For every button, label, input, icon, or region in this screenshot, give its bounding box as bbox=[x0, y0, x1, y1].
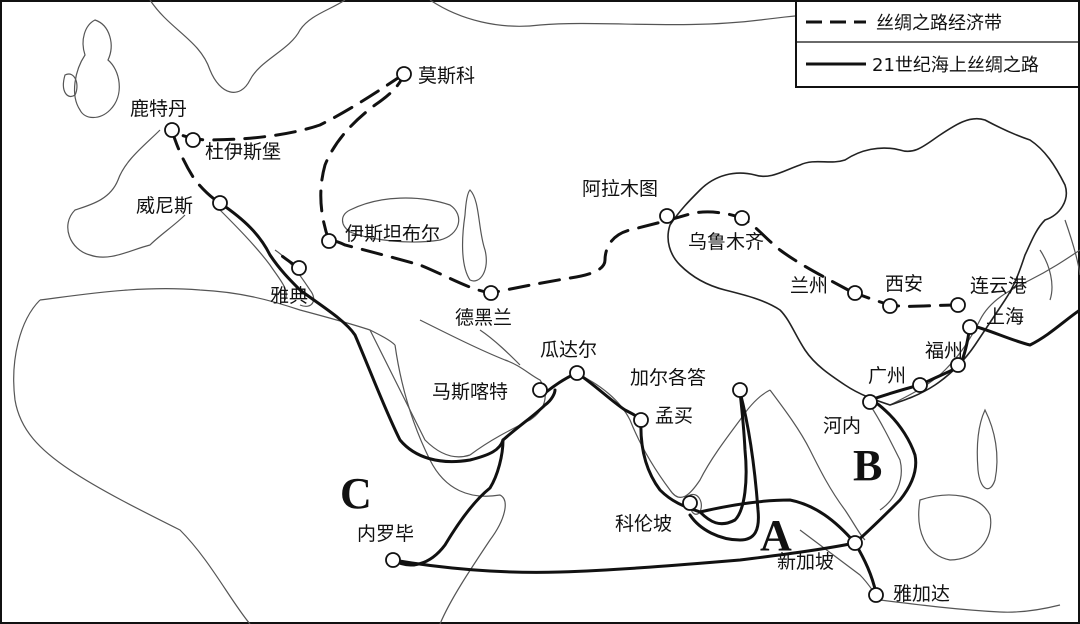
city-marker-gwadar[interactable] bbox=[569, 365, 585, 381]
label-lanzhou: 兰州 bbox=[790, 275, 828, 297]
marker-b: B bbox=[853, 441, 882, 490]
city-marker-moscow[interactable] bbox=[396, 66, 412, 82]
label-jakarta: 雅加达 bbox=[893, 583, 950, 605]
city-marker-rotterdam[interactable] bbox=[164, 122, 180, 138]
legend-box bbox=[795, 0, 1080, 88]
label-urumqi: 乌鲁木齐 bbox=[688, 231, 764, 253]
legend-silk-road-belt: 丝绸之路经济带 bbox=[876, 13, 1002, 34]
label-guangzhou: 广州 bbox=[868, 365, 906, 387]
label-moscow: 莫斯科 bbox=[418, 65, 475, 87]
china-border bbox=[667, 117, 1067, 406]
label-fuzhou: 福州 bbox=[925, 340, 963, 362]
city-marker-mumbai[interactable] bbox=[633, 412, 649, 428]
label-lianyungang: 连云港 bbox=[970, 275, 1027, 297]
city-marker-guangzhou[interactable] bbox=[912, 377, 928, 393]
label-athens: 雅典 bbox=[270, 285, 308, 307]
label-hanoi: 河内 bbox=[823, 415, 861, 437]
label-shanghai: 上海 bbox=[986, 306, 1024, 328]
label-xian: 西安 bbox=[885, 273, 923, 295]
city-marker-shanghai[interactable] bbox=[962, 319, 978, 335]
city-marker-lianyungang[interactable] bbox=[950, 297, 966, 313]
city-marker-jakarta[interactable] bbox=[868, 587, 884, 603]
city-marker-venice[interactable] bbox=[212, 195, 228, 211]
marker-c: C bbox=[340, 469, 372, 518]
city-marker-urumqi[interactable] bbox=[734, 210, 750, 226]
city-marker-xian[interactable] bbox=[882, 298, 898, 314]
legend: 丝绸之路经济带 21世纪海上丝绸之路 bbox=[795, 0, 1080, 88]
city-marker-tehran[interactable] bbox=[483, 285, 499, 301]
city-marker-kolkata[interactable] bbox=[732, 382, 748, 398]
city-marker-nairobi[interactable] bbox=[385, 552, 401, 568]
city-markers bbox=[164, 66, 978, 603]
label-tehran: 德黑兰 bbox=[455, 307, 512, 329]
maritime-silk-road bbox=[218, 201, 1080, 595]
city-marker-singapore[interactable] bbox=[847, 535, 863, 551]
label-singapore: 新加坡 bbox=[777, 551, 834, 573]
city-labels: 莫斯科 鹿特丹 杜伊斯堡 威尼斯 伊斯坦布尔 雅典 德黑兰 阿拉木图 乌鲁木齐 … bbox=[130, 65, 1027, 605]
city-marker-hanoi[interactable] bbox=[862, 394, 878, 410]
city-marker-almaty[interactable] bbox=[659, 208, 675, 224]
city-marker-istanbul[interactable] bbox=[321, 233, 337, 249]
route-markers: A B C bbox=[340, 441, 882, 560]
label-venice: 威尼斯 bbox=[136, 195, 193, 217]
city-marker-duisburg[interactable] bbox=[185, 132, 201, 148]
city-marker-colombo[interactable] bbox=[682, 495, 698, 511]
city-marker-fuzhou[interactable] bbox=[950, 357, 966, 373]
city-marker-athens[interactable] bbox=[291, 260, 307, 276]
label-kolkata: 加尔各答 bbox=[630, 367, 706, 389]
city-marker-lanzhou[interactable] bbox=[847, 285, 863, 301]
label-nairobi: 内罗毕 bbox=[357, 523, 414, 545]
label-rotterdam: 鹿特丹 bbox=[130, 98, 187, 120]
label-gwadar: 瓜达尔 bbox=[540, 339, 597, 361]
legend-maritime-silk-road: 21世纪海上丝绸之路 bbox=[872, 55, 1039, 76]
label-duisburg: 杜伊斯堡 bbox=[205, 141, 281, 163]
label-mumbai: 孟买 bbox=[655, 405, 693, 427]
city-marker-muscat[interactable] bbox=[532, 382, 548, 398]
marker-a: A bbox=[760, 511, 792, 560]
label-istanbul: 伊斯坦布尔 bbox=[345, 223, 440, 245]
label-muscat: 马斯喀特 bbox=[432, 381, 508, 403]
label-colombo: 科伦坡 bbox=[615, 513, 672, 535]
label-almaty: 阿拉木图 bbox=[582, 178, 658, 200]
